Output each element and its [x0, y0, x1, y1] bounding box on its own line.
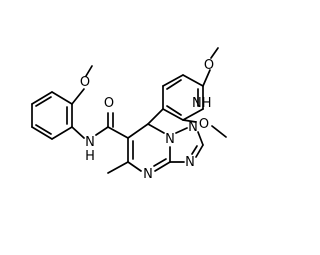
bond [162, 74, 184, 87]
bond [191, 145, 198, 155]
atom-o-top: O [204, 58, 214, 73]
bond [35, 124, 52, 135]
bond [211, 125, 227, 138]
bond [166, 79, 182, 90]
bond [107, 161, 129, 174]
bond [71, 88, 85, 105]
atom-n-triazole-bottom: N [185, 155, 195, 170]
bond [147, 123, 165, 134]
bond [31, 91, 53, 105]
structure-diagram: O O O O N H NH N N N N [31, 47, 227, 182]
bond [147, 108, 164, 125]
atom-n-triazole: N [188, 120, 198, 135]
atom-labels: O O O O N H NH N N N N [80, 58, 214, 182]
bonds [31, 47, 227, 174]
atom-nh-ring: NH [192, 96, 212, 111]
bond [153, 158, 167, 167]
atom-n-fused: N [165, 132, 175, 147]
bond [107, 126, 129, 139]
bond [162, 108, 184, 121]
atom-h-amide: H [85, 149, 95, 164]
atom-n-ring-bottom: N [143, 167, 153, 182]
bond [51, 126, 73, 140]
bond [95, 126, 109, 136]
atom-n-amide: N [85, 135, 95, 150]
bond [182, 74, 204, 87]
bond [195, 144, 204, 158]
bond [31, 126, 53, 140]
atom-o-mid: O [199, 117, 209, 132]
molecule-svg: O O O O N H NH N N N N [31, 47, 227, 182]
bond [127, 123, 149, 139]
bond [210, 47, 219, 59]
bond [154, 161, 171, 172]
bond [51, 91, 73, 105]
bond [197, 131, 204, 146]
bond [182, 119, 197, 123]
bond [182, 108, 204, 121]
bond [35, 96, 52, 107]
bond [202, 69, 211, 87]
bond [166, 105, 182, 116]
bond [127, 161, 142, 172]
bond [71, 126, 85, 139]
atom-o-amide: O [104, 96, 114, 111]
bond [85, 65, 93, 77]
bond [175, 127, 188, 134]
atom-o-left: O [80, 75, 90, 90]
